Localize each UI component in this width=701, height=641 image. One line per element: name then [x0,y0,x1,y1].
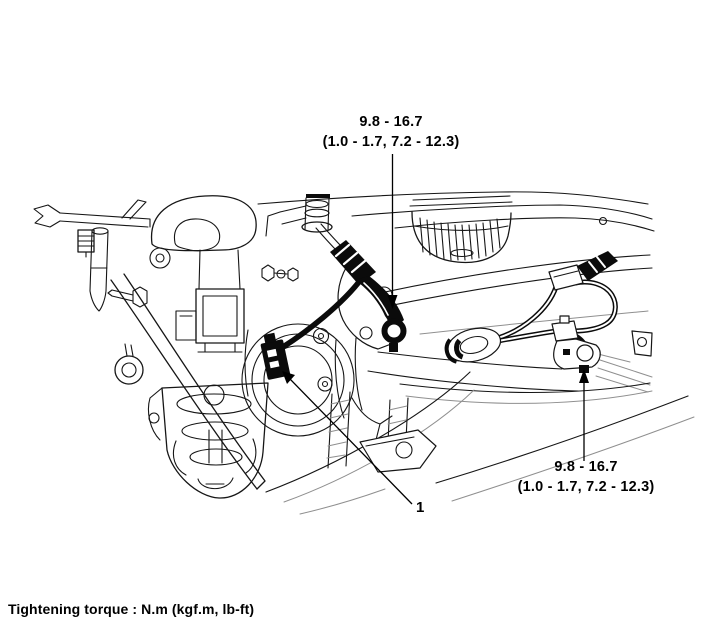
ball-joint-assembly [147,382,269,499]
sensor-bracket [355,276,404,329]
hub-knuckle [241,323,393,441]
part-number-label: 1 [416,499,425,516]
part-1-leader [282,371,413,505]
sensor-tab [389,343,398,352]
body-panel-curves [265,254,695,515]
harness-grommet [444,327,502,364]
torque-annotation-right: 9.8 - 16.7 (1.0 - 1.7, 7.2 - 12.3) [496,457,676,497]
left-suspension [77,194,333,490]
sensor-bolt-eyelet [381,318,407,344]
wheel-speed-sensor [280,223,407,352]
torque-value: 9.8 - 16.7 [554,459,618,475]
subframe-rails [33,191,655,393]
sensor-cable [280,275,365,350]
harness-bolt-hole [576,344,594,362]
torque-detail: (1.0 - 1.7, 7.2 - 12.3) [517,479,655,495]
right-torque-arrow [579,369,589,461]
top-torque-arrow [387,154,398,309]
torque-detail: (1.0 - 1.7, 7.2 - 12.3) [322,134,460,150]
figure-caption: Tightening torque : N.m (kgf.m, lb-ft) [8,601,255,617]
annotation-arrows [282,154,589,505]
sensor-connector [260,332,291,380]
torque-annotation-top: 9.8 - 16.7 (1.0 - 1.7, 7.2 - 12.3) [301,112,481,152]
torque-value: 9.8 - 16.7 [359,114,423,130]
harness-connector-stub [577,251,618,281]
sensor-harness [444,251,618,373]
